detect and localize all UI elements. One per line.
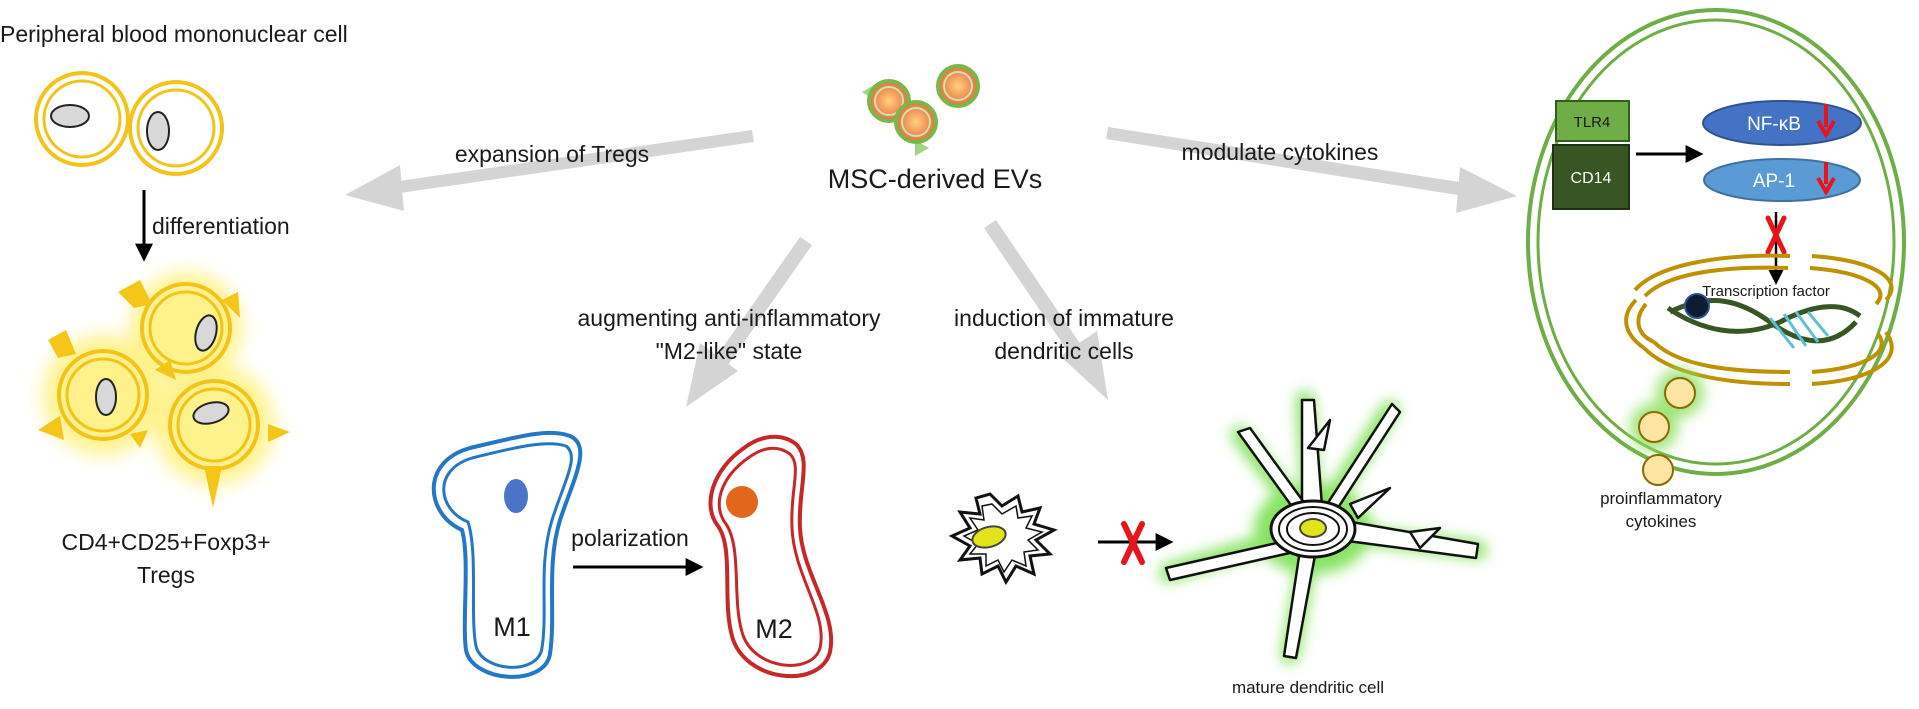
pbmc-cell-icon	[34, 71, 224, 176]
tregs-label-line2: Tregs	[137, 562, 195, 588]
ev-title: MSC-derived EVs	[828, 164, 1043, 194]
tregs-label-line1: CD4+CD25+Foxp3+	[61, 529, 270, 555]
m2-macrophage-icon	[708, 434, 834, 679]
arrow-to-m2	[686, 237, 812, 407]
cytokines-label-line2: cytokines	[1626, 512, 1697, 531]
arrow-to-cytokines	[1106, 127, 1517, 213]
nfkb-factor: NF-κB	[1702, 100, 1862, 146]
ev-cluster-icon	[862, 64, 980, 156]
label-expansion-tregs: expansion of Tregs	[455, 141, 649, 167]
blocked-transcription-arrow	[1765, 212, 1787, 285]
pbmc-title: Peripheral blood mononuclear cell	[0, 21, 348, 47]
transcription-factor-label: Transcription factor	[1702, 283, 1830, 300]
cytokine-particles-icon	[1630, 369, 1704, 486]
label-m2-line1: augmenting anti-inflammatory	[578, 305, 881, 331]
label-dc-line1: induction of immature	[954, 305, 1174, 331]
label-m2-line2: "M2-like" state	[656, 338, 803, 364]
m2-label: M2	[755, 614, 793, 644]
signaling-cell-membrane	[1526, 8, 1906, 476]
nfkb-label: NF-κB	[1747, 114, 1801, 135]
m1-macrophage-icon	[431, 430, 583, 679]
mature-dc-label: mature dendritic cell	[1232, 678, 1384, 697]
cd14-label: CD14	[1571, 170, 1612, 187]
big-arrows	[345, 127, 1517, 407]
arrow-to-tregs	[345, 130, 754, 211]
cytokines-label-line1: proinflammatory	[1600, 489, 1722, 508]
blocked-maturation-arrow	[1098, 521, 1174, 565]
nucleus-envelope	[1624, 253, 1894, 386]
ap1-label: AP-1	[1753, 171, 1795, 192]
m1-label: M1	[493, 612, 531, 642]
immature-dendritic-cell-icon	[948, 492, 1058, 586]
treg-cluster-icon	[38, 272, 290, 508]
dna-helix-icon	[1666, 293, 1862, 349]
tlr4-receptor: TLR4	[1555, 100, 1630, 142]
differentiation-label: differentiation	[152, 213, 290, 239]
arrow-to-dc	[984, 220, 1108, 400]
ap1-factor: AP-1	[1703, 158, 1861, 202]
label-dc-line2: dendritic cells	[994, 338, 1133, 364]
polarization-label: polarization	[571, 525, 689, 551]
mature-dendritic-cell-icon	[1159, 391, 1487, 664]
cd14-receptor: CD14	[1552, 144, 1630, 210]
label-modulate-cytokines: modulate cytokines	[1182, 139, 1379, 165]
tlr4-label: TLR4	[1574, 114, 1611, 131]
